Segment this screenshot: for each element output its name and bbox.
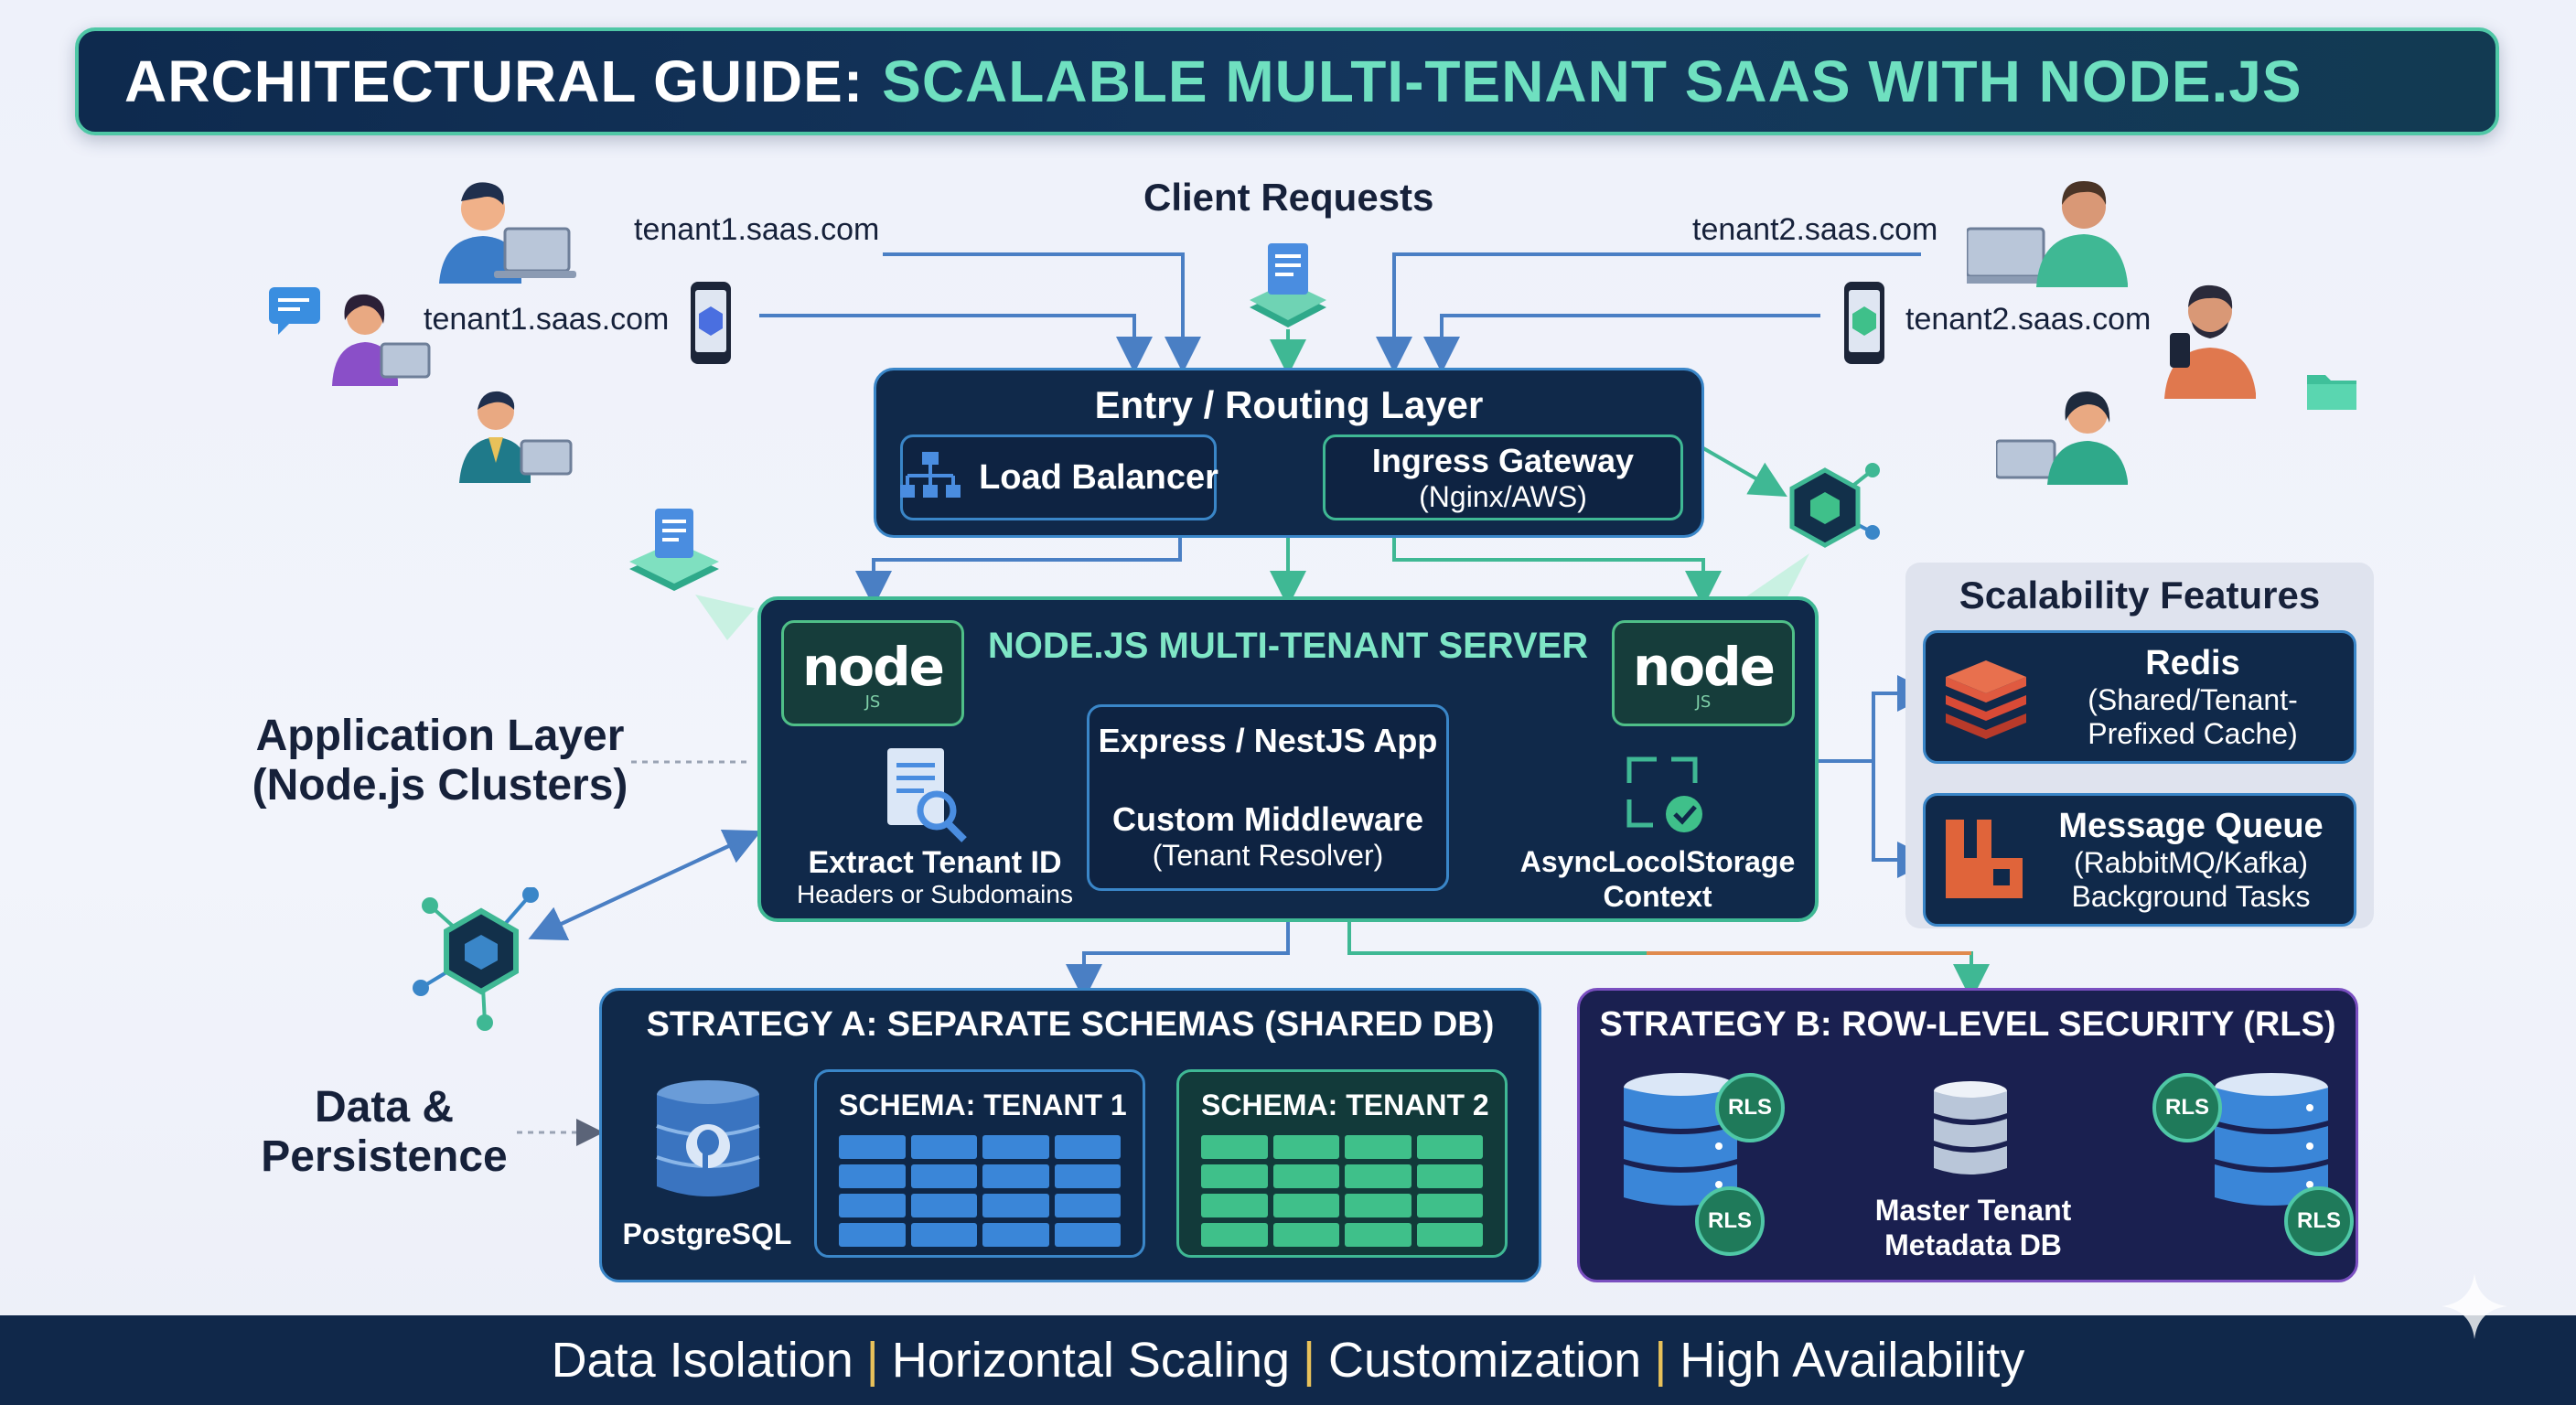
extract-tenant-sub: Headers or Subdomains	[797, 880, 1073, 908]
master-metadata-db-icon	[1929, 1078, 2012, 1192]
node-logo-sub: JS	[864, 692, 881, 712]
tenant2-url-mid[interactable]: tenant2.saas.com	[1905, 302, 2152, 337]
express-label: Express / NestJS App	[1098, 722, 1438, 759]
middleware-sub: (Tenant Resolver)	[1152, 839, 1384, 872]
user-laptop-green-icon	[450, 384, 578, 488]
strategy-a-panel: STRATEGY A: SEPARATE SCHEMAS (SHARED DB)…	[599, 988, 1541, 1282]
strategy-a-title: STRATEGY A: SEPARATE SCHEMAS (SHARED DB)	[646, 1005, 1495, 1044]
schema1-label: SCHEMA: TENANT 1	[839, 1089, 1127, 1121]
ingress-label: Ingress Gateway	[1371, 441, 1635, 479]
scalability-heading: Scalability Features	[1959, 574, 2321, 617]
title-banner: ARCHITECTURAL GUIDE: SCALABLE MULTI-TENA…	[75, 27, 2499, 135]
load-balancer-label: Load Balancer	[979, 457, 1218, 497]
network-tree-icon	[898, 450, 962, 505]
rls-badge: RLS	[1695, 1186, 1765, 1256]
strategy-b-panel: STRATEGY B: ROW-LEVEL SECURITY (RLS) RLS…	[1577, 988, 2358, 1282]
document-cube-icon	[624, 505, 724, 609]
async-storage-sub: Context	[1603, 880, 1712, 913]
footer-separator: |	[865, 1333, 879, 1388]
data-line1: Data &	[314, 1083, 455, 1132]
express-middleware-box[interactable]: Express / NestJS App Custom Middleware (…	[1087, 704, 1449, 891]
sparkle-icon	[2438, 1270, 2511, 1346]
node-logo-text: node	[1633, 635, 1776, 698]
ingress-gateway-box[interactable]: Ingress Gateway (Nginx/AWS)	[1323, 434, 1683, 520]
schema2-table-grid	[1201, 1135, 1483, 1247]
data-persistence-label: Data & Persistence	[229, 1083, 540, 1182]
footer-separator: |	[1654, 1333, 1668, 1388]
user-laptop-teal-icon	[1994, 384, 2133, 488]
phone-icon	[688, 279, 734, 370]
node-logo-text: node	[802, 635, 945, 698]
mq-line2: (RabbitMQ/Kafka)	[2073, 845, 2309, 879]
user-laptop-right-icon	[1961, 174, 2150, 296]
tenant2-url-top[interactable]: tenant2.saas.com	[1692, 212, 1938, 247]
title-part2: SCALABLE MULTI-TENANT SAAS WITH NODE.JS	[882, 48, 2302, 114]
rls-badge: RLS	[1715, 1073, 1785, 1142]
document-search-icon	[880, 745, 971, 849]
document-stack-icon	[1242, 236, 1334, 340]
tenant1-url-top[interactable]: tenant1.saas.com	[634, 212, 880, 247]
hex-node-icon	[1770, 457, 1889, 562]
redis-feature[interactable]: Redis (Shared/Tenant- Prefixed Cache)	[1923, 630, 2356, 764]
context-cycle-icon	[1616, 746, 1708, 842]
rls-badge-text: RLS	[2165, 1095, 2209, 1120]
middleware-label: Custom Middleware	[1111, 800, 1424, 838]
node-logo-left: node JS	[781, 620, 964, 726]
application-layer-label: Application Layer (Node.js Clusters)	[234, 712, 646, 810]
strategy-b-title: STRATEGY B: ROW-LEVEL SECURITY (RLS)	[1599, 1005, 2336, 1044]
postgresql-label: PostgreSQL	[622, 1217, 792, 1250]
rls-database-left	[1616, 1069, 1781, 1256]
entry-routing-layer: Entry / Routing Layer Load Balancer Ingr…	[874, 368, 1704, 538]
tenant1-url-mid[interactable]: tenant1.saas.com	[424, 302, 670, 337]
async-storage-title: AsyncLocolStorage	[1519, 845, 1796, 878]
server-title: NODE.JS MULTI-TENANT SERVER	[987, 626, 1589, 666]
footer-customization: Customization	[1328, 1333, 1642, 1388]
application-line2: (Node.js Clusters)	[252, 761, 628, 810]
mq-line3: Background Tasks	[2071, 879, 2311, 913]
user-laptop-icon	[430, 174, 576, 296]
schema1-table-grid	[839, 1135, 1121, 1247]
postgresql-icon	[651, 1077, 765, 1208]
schema-tenant1[interactable]: SCHEMA: TENANT 1	[814, 1069, 1145, 1258]
redis-line2: (Shared/Tenant-	[2088, 682, 2298, 716]
footer-high-availability: High Availability	[1680, 1333, 2025, 1388]
node-logo-sub: JS	[1695, 692, 1712, 712]
footer-separator: |	[1303, 1333, 1316, 1388]
scalability-panel: Scalability Features Redis (Shared/Tenan…	[1905, 563, 2374, 928]
rls-badge: RLS	[2152, 1073, 2222, 1142]
node-logo-right: node JS	[1612, 620, 1795, 726]
title-part1: ARCHITECTURAL GUIDE:	[124, 48, 864, 114]
master-db-line1: Master Tenant	[1874, 1194, 2072, 1227]
message-queue-feature[interactable]: Message Queue (RabbitMQ/Kafka) Backgroun…	[1923, 793, 2356, 927]
footer-bar: Data Isolation | Horizontal Scaling | Cu…	[0, 1315, 2576, 1405]
redis-title: Redis	[2145, 643, 2240, 682]
load-balancer-box[interactable]: Load Balancer	[898, 434, 1218, 520]
rls-badge-text: RLS	[1708, 1208, 1752, 1233]
rls-badge-text: RLS	[1728, 1095, 1772, 1120]
nodejs-server: NODE.JS MULTI-TENANT SERVER node JS node…	[757, 596, 1819, 922]
client-requests-label: Client Requests	[1143, 176, 1434, 219]
schema-tenant2[interactable]: SCHEMA: TENANT 2	[1176, 1069, 1508, 1258]
hex-cluster-icon	[402, 886, 558, 1046]
user-phone-orange-icon	[2146, 274, 2274, 406]
data-line2: Persistence	[261, 1132, 508, 1181]
phone-right-icon	[1841, 279, 1887, 370]
footer-horizontal-scaling: Horizontal Scaling	[891, 1333, 1291, 1388]
rls-badge-text: RLS	[2297, 1208, 2341, 1233]
entry-title: Entry / Routing Layer	[1094, 383, 1484, 426]
rls-badge: RLS	[2284, 1186, 2354, 1256]
mq-title: Message Queue	[2058, 806, 2324, 845]
chat-bubble-icon	[267, 285, 322, 340]
footer-data-isolation: Data Isolation	[551, 1333, 853, 1388]
extract-tenant-title: Extract Tenant ID	[808, 845, 1062, 880]
folder-icon	[2305, 366, 2358, 415]
schema2-label: SCHEMA: TENANT 2	[1201, 1089, 1489, 1121]
master-db-line2: Metadata DB	[1884, 1228, 2062, 1261]
application-line1: Application Layer	[255, 712, 625, 760]
user-laptop-purple-icon	[325, 285, 435, 399]
rabbitmq-icon	[1940, 812, 2028, 907]
redis-line3: Prefixed Cache)	[2088, 716, 2298, 750]
ingress-sub: (Nginx/AWS)	[1419, 479, 1587, 513]
redis-icon	[1940, 649, 2032, 745]
